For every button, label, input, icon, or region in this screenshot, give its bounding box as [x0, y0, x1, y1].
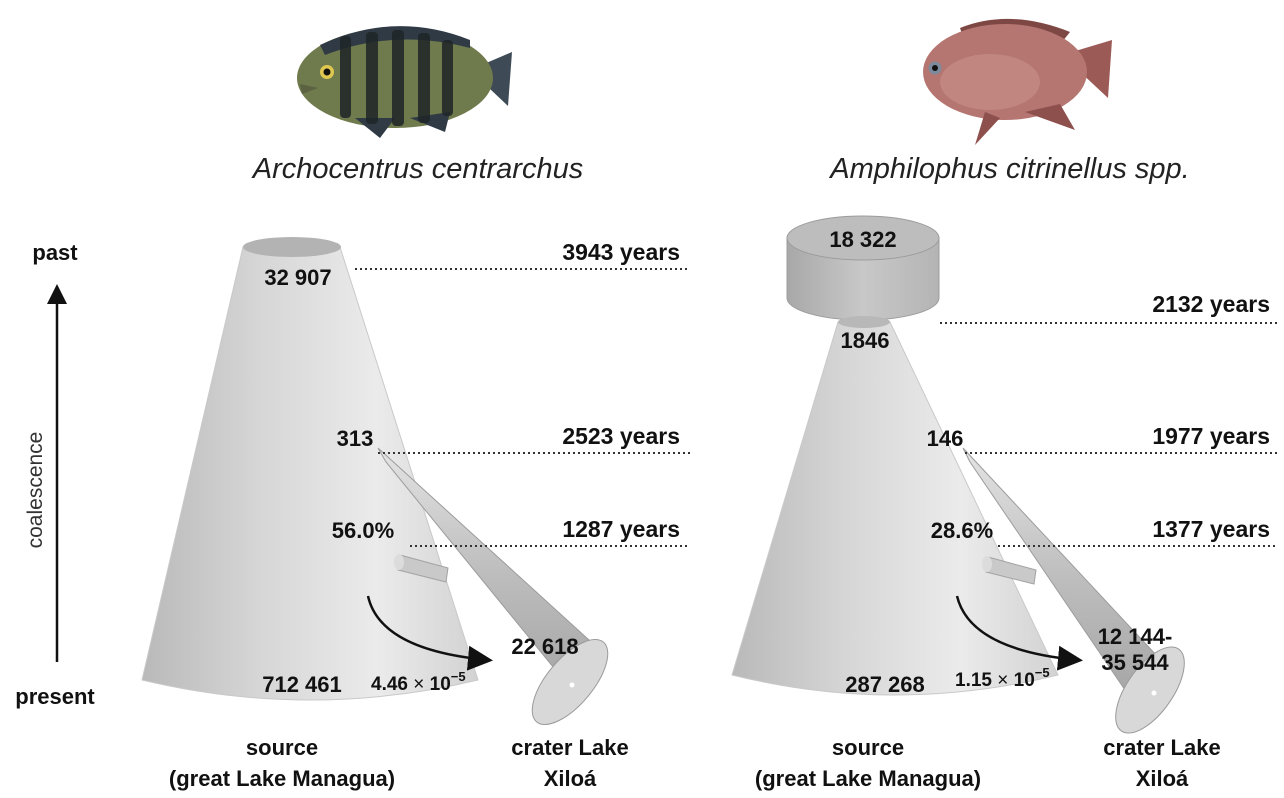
source-size-present: 712 461: [262, 672, 342, 697]
crater-label-line1: crater Lake: [511, 735, 628, 760]
source-label-line1: source: [832, 735, 904, 760]
admixture-pipe-end: [982, 556, 992, 572]
cone-top-cap: [838, 316, 890, 328]
ancestral-size: 18 322: [829, 227, 896, 252]
source-population-cone: [142, 237, 478, 700]
time-admixture: 1377 years: [1152, 516, 1270, 542]
time-ancestral: 2132 years: [1152, 291, 1270, 317]
crater-size: 22 618: [511, 634, 578, 659]
species-name: Archocentrus centrarchus: [251, 153, 583, 185]
axis-past-label: past: [32, 240, 78, 265]
source-label-line2: (great Lake Managua): [755, 766, 981, 791]
admixture-pipe-end: [394, 554, 404, 570]
axis-present-label: present: [15, 684, 95, 709]
source-size-bottleneck: 146: [927, 426, 964, 451]
crater-size-line2: 35 544: [1101, 650, 1169, 675]
admixture-proportion: 56.0%: [332, 518, 394, 543]
admixture-proportion: 28.6%: [931, 518, 993, 543]
time-admixture: 1287 years: [562, 516, 680, 542]
source-size-past: 32 907: [264, 265, 331, 290]
time-split: 2523 years: [562, 423, 680, 449]
source-label-line1: source: [246, 735, 318, 760]
crater-label-line2: Xiloá: [544, 766, 597, 791]
axis-coalescence-label: coalescence: [24, 432, 47, 549]
crater-label-line2: Xiloá: [1136, 766, 1189, 791]
source-label-line2: (great Lake Managua): [169, 766, 395, 791]
source-size-present: 287 268: [845, 672, 925, 697]
striped-cichlid-fish-icon: [297, 26, 512, 138]
time-split: 1977 years: [1152, 423, 1270, 449]
panel-amphilophus: Amphilophus citrinellus spp. 2132 years …: [732, 19, 1278, 791]
axis-arrowhead-icon: [47, 284, 67, 304]
crater-label-line1: crater Lake: [1103, 735, 1220, 760]
time-axis: past coalescence present: [15, 240, 95, 709]
species-name: Amphilophus citrinellus spp.: [828, 153, 1189, 185]
panel-archocentrus: Archocentrus centrarchus 3943 years 2523…: [142, 26, 690, 791]
time-ancestral: 3943 years: [562, 239, 680, 265]
source-size-past: 1846: [841, 328, 890, 353]
source-size-bottleneck: 313: [337, 426, 374, 451]
crater-size-line1: 12 144-: [1098, 624, 1173, 649]
cone-top-cap: [243, 237, 341, 257]
red-midas-cichlid-fish-icon: [923, 19, 1112, 145]
